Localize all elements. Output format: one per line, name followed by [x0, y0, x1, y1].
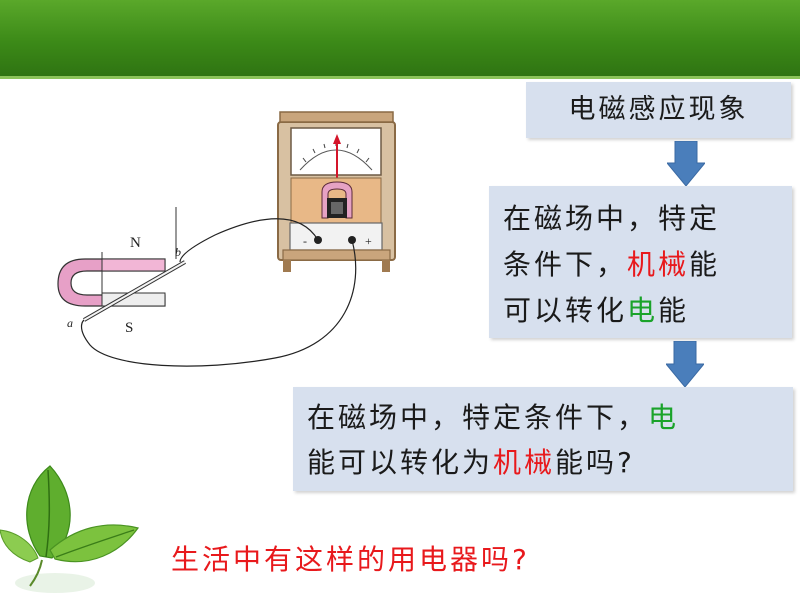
- step3-line1: 在磁场中，特定条件下，电: [307, 401, 680, 434]
- galvanometer: - +: [277, 111, 396, 272]
- banner-divider: [0, 76, 800, 79]
- leaf-decoration-icon: [0, 465, 140, 593]
- horseshoe-magnet: [57, 207, 177, 307]
- plus-terminal-label: +: [365, 234, 372, 248]
- electric-highlight: 电: [648, 401, 680, 434]
- title-banner: [0, 0, 800, 76]
- point-b-label: b: [175, 245, 181, 259]
- step1-text: 电磁感应现象: [568, 94, 749, 125]
- step-electromagnetic-induction: 电磁感应现象: [526, 82, 791, 138]
- electric-highlight: 电: [627, 294, 659, 327]
- step-electric-to-mechanical-question: 在磁场中，特定条件下，电 能可以转化为机械能吗?: [293, 387, 793, 491]
- circuit-wire: [80, 218, 357, 367]
- north-pole-label: N: [130, 235, 141, 251]
- step3-line2: 能可以转化为机械能吗?: [307, 446, 635, 479]
- south-pole-label: S: [125, 320, 133, 336]
- step2-line1: 在磁场中，特定: [503, 202, 721, 235]
- down-arrow-icon: [666, 341, 704, 388]
- point-a-label: a: [67, 316, 73, 330]
- step2-line2: 条件下，机械能: [503, 248, 721, 281]
- down-arrow-icon: [667, 141, 705, 187]
- everyday-appliance-question: 生活中有这样的用电器吗?: [171, 543, 530, 576]
- step-mechanical-to-electric: 在磁场中，特定 条件下，机械能 可以转化电能: [489, 186, 792, 338]
- step2-line3: 可以转化电能: [503, 294, 690, 327]
- minus-terminal-label: -: [303, 234, 307, 248]
- mechanical-highlight: 机械: [493, 446, 556, 479]
- mechanical-highlight: 机械: [627, 248, 690, 281]
